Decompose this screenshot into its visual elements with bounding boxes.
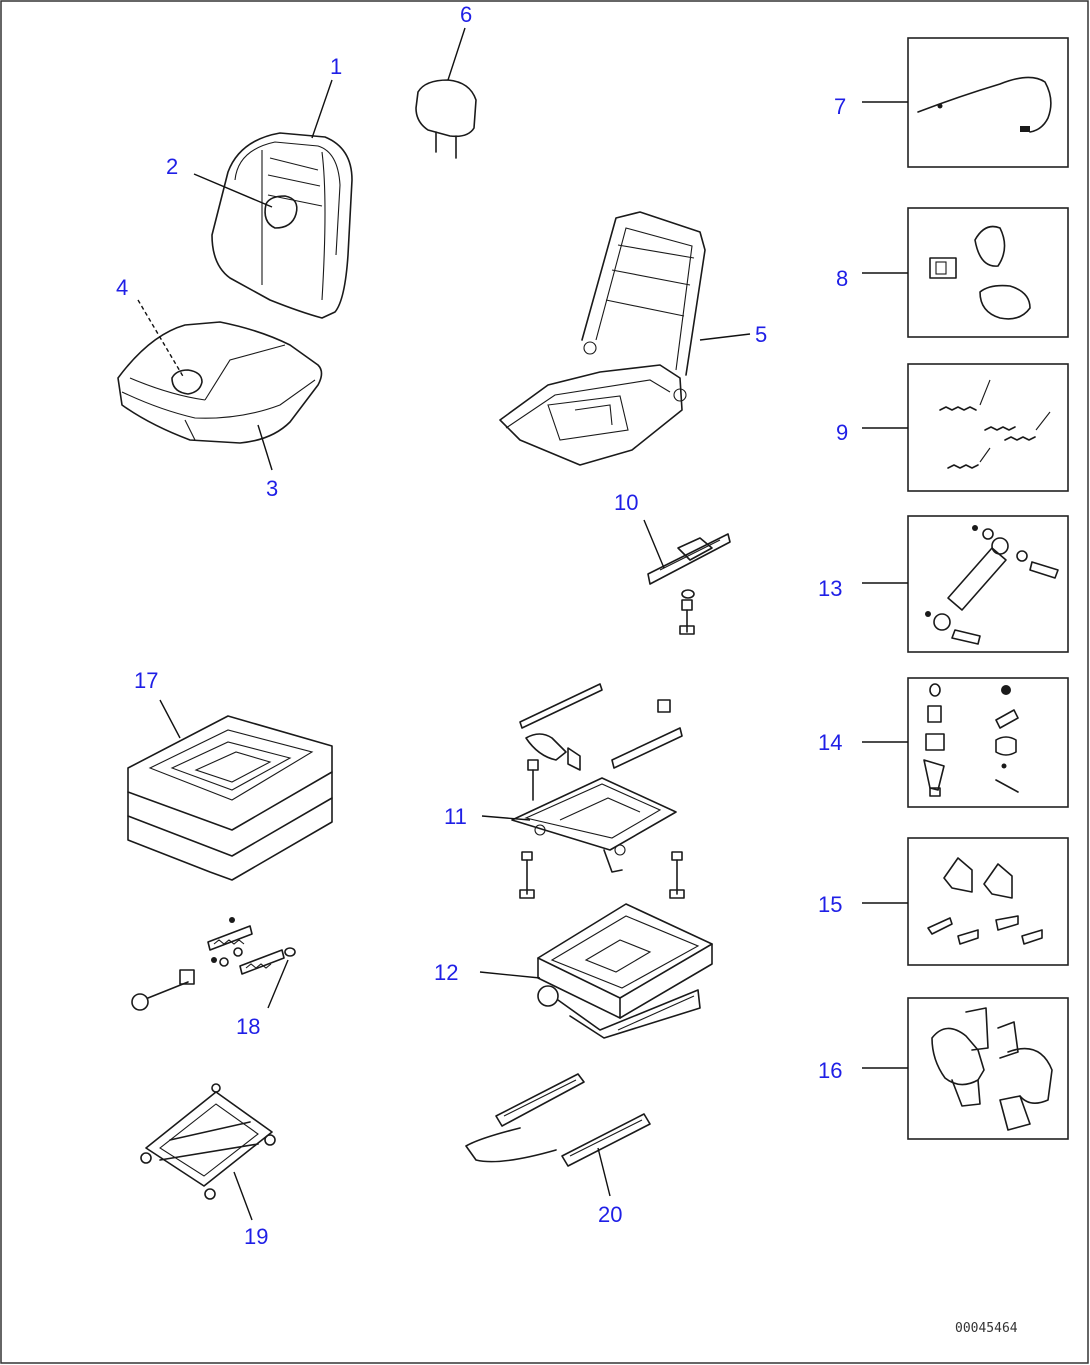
box-15[interactable] — [907, 837, 1069, 966]
callout-9: 9 — [836, 420, 848, 445]
part-12-suspension-base[interactable] — [537, 903, 713, 1039]
callout-2: 2 — [166, 154, 178, 179]
leader-10 — [643, 519, 665, 569]
leader-17 — [159, 699, 181, 739]
callout-13: 13 — [818, 576, 842, 601]
callout-3: 3 — [266, 476, 278, 501]
part-19-scissor-frame[interactable] — [140, 1083, 276, 1200]
callout-12: 12 — [434, 960, 458, 985]
leader-2 — [193, 173, 273, 208]
part-1-seat-back-cushion[interactable] — [211, 132, 353, 319]
callout-15: 15 — [818, 892, 842, 917]
leader-5 — [699, 333, 751, 341]
part-6-headrest[interactable] — [415, 79, 477, 159]
part-3-seat-cushion[interactable] — [117, 321, 323, 444]
callout-17: 17 — [134, 668, 158, 693]
box-8[interactable] — [907, 207, 1069, 338]
leader-18 — [267, 959, 289, 1009]
part-11-slide-assembly[interactable] — [511, 683, 685, 899]
callout-5: 5 — [755, 322, 767, 347]
box-9[interactable] — [907, 363, 1069, 492]
part-5-seat-frame[interactable] — [499, 211, 706, 466]
callout-6: 6 — [460, 2, 472, 27]
box-14[interactable] — [907, 677, 1069, 808]
box-16[interactable] — [907, 997, 1069, 1140]
callout-18: 18 — [236, 1014, 260, 1039]
callout-4: 4 — [116, 275, 128, 300]
drawing-code: 00045464 — [955, 1321, 1018, 1336]
callout-7: 7 — [834, 94, 846, 119]
box-7[interactable] — [907, 37, 1069, 168]
callout-1: 1 — [330, 54, 342, 79]
callout-16: 16 — [818, 1058, 842, 1083]
part-18-hardware[interactable] — [131, 917, 296, 1011]
callout-8: 8 — [836, 266, 848, 291]
leader-3 — [257, 424, 273, 471]
callout-10: 10 — [614, 490, 638, 515]
box-13[interactable] — [907, 515, 1069, 653]
leader-6 — [447, 27, 466, 81]
part-20-rails[interactable] — [465, 1073, 651, 1167]
part-17-bellows-cover[interactable] — [127, 715, 333, 881]
callout-11: 11 — [444, 804, 467, 829]
callout-19: 19 — [244, 1224, 268, 1249]
leader-12 — [479, 971, 541, 979]
leader-19 — [233, 1171, 253, 1221]
leader-20 — [597, 1147, 611, 1197]
leader-11 — [481, 815, 531, 821]
part-10-slide-rail[interactable] — [647, 533, 731, 635]
callout-20: 20 — [598, 1202, 622, 1227]
callout-14: 14 — [818, 730, 842, 755]
leader-4 — [137, 299, 185, 379]
